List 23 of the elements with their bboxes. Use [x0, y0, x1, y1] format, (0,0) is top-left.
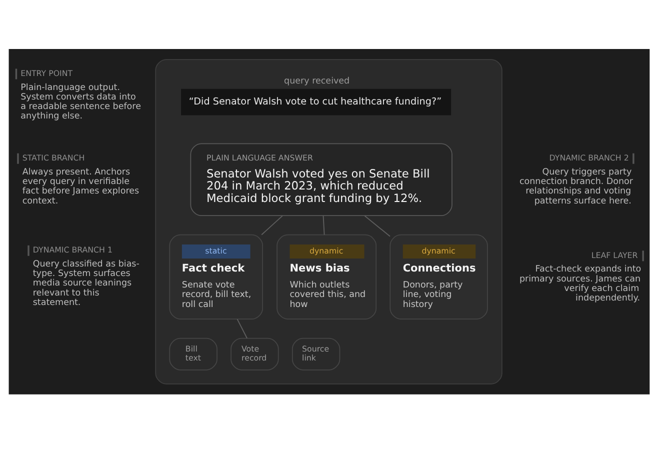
- node-box: static Fact check Senate vote record, bill text, roll call: [169, 234, 264, 319]
- label: LEAF LAYER: [591, 250, 638, 260]
- label: Fact-check expands into primary sources. James can verify each claim independently.: [519, 264, 642, 304]
- node-box: dynamic News bias Which outlets covered this, and how: [276, 234, 377, 319]
- label: Query classified as bias-type. System surfaces media source leanings relevant to this statement.: [32, 258, 140, 308]
- cluster: [155, 58, 502, 384]
- label: DYNAMIC BRANCH 1: [32, 245, 112, 254]
- node-box: PLAIN LANGUAGE ANSWER Senator Walsh voted yes on Senate Bill 204 in March 2023, which reduced Medicaid block grant funding by 12%.: [190, 142, 452, 216]
- label: STATIC BRANCH: [22, 153, 85, 162]
- connector: [364, 214, 390, 236]
- connector: [322, 214, 325, 235]
- label: Always present. Anchors every query in verifiable fact before James explores context.: [22, 166, 140, 206]
- label: Query triggers party connection branch. Donor relationships and voting patterns surface here.: [519, 166, 634, 206]
- node-box: Vote record: [230, 337, 279, 370]
- label: Plain-language output. System converts data into a readable sentence before anything else.: [20, 82, 141, 122]
- node-box: Source link: [292, 337, 340, 370]
- connector: [236, 318, 248, 338]
- node-box: Bill text: [169, 337, 218, 370]
- node-label: query received: [284, 76, 350, 86]
- label: DYNAMIC BRANCH 2: [549, 153, 629, 162]
- node-box: dynamic Connections Donors, party line, voting history: [390, 234, 488, 319]
- connector: [261, 214, 283, 235]
- label: ENTRY POINT: [20, 68, 73, 78]
